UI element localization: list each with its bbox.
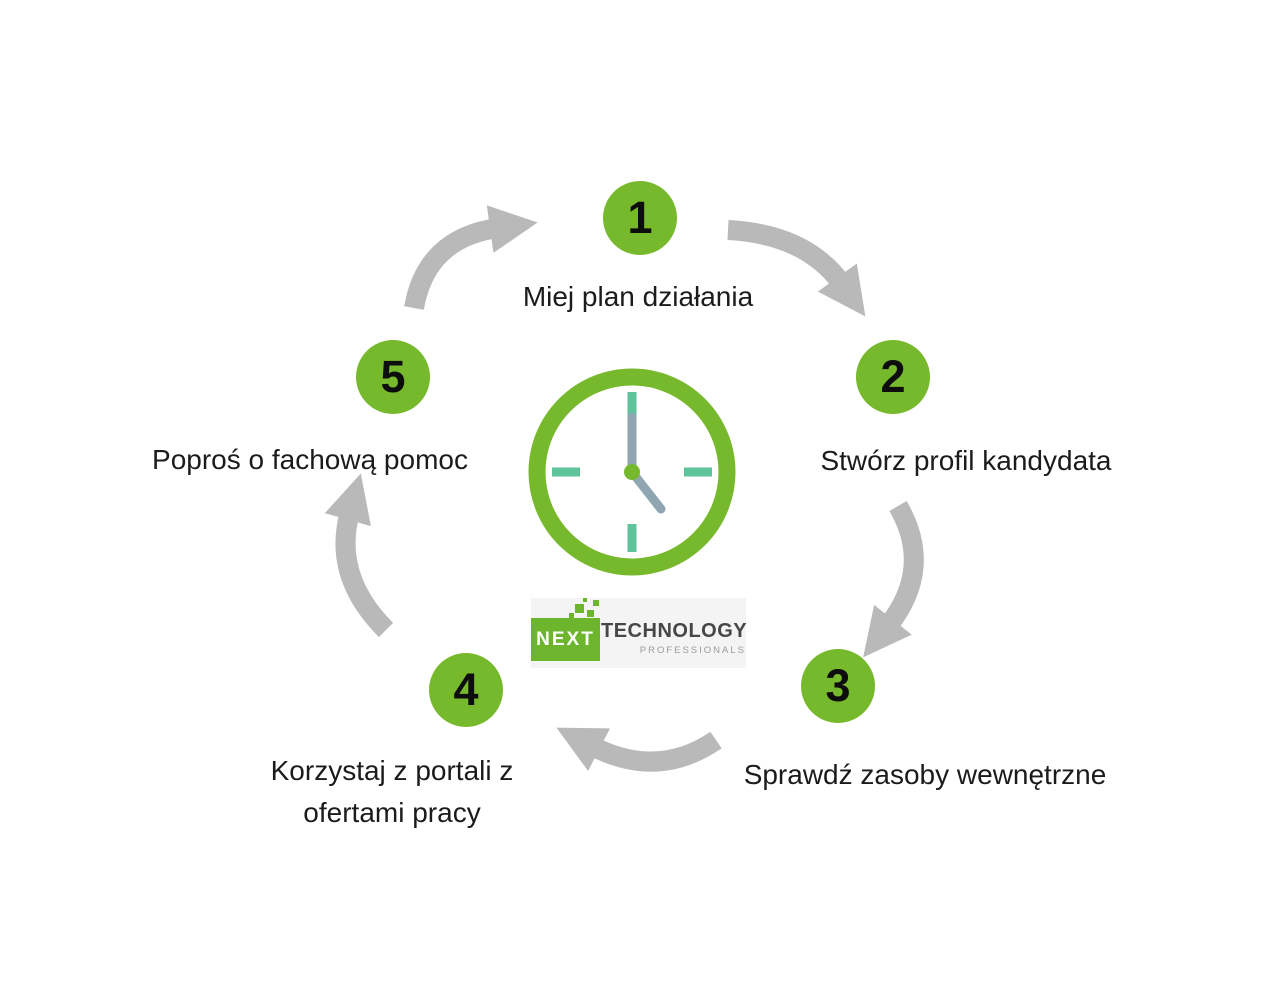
clock-face-ring [528,368,736,576]
logo-pixel-decor [569,613,574,618]
logo-wordmark: TECHNOLOGY PROFESSIONALS [601,620,748,656]
logo-pixel-decor [587,610,594,617]
logo-pixel-decor [583,598,587,602]
step-4-badge: 4 [429,653,503,727]
clock-icon [528,368,736,576]
logo-pixel-decor [593,600,599,606]
step-5-badge: 5 [356,340,430,414]
step-2-label: Stwórz profil kandydata [820,445,1112,476]
step-5-number: 5 [380,350,406,402]
cycle-arrow-2-to-3 [863,500,924,658]
cycle-arrow-3-to-4 [556,727,722,772]
logo-pixel-decor [575,604,584,613]
cycle-arrow-5-to-1 [404,205,538,310]
cycle-arrow-4-to-5 [324,473,394,638]
step-5-label: Poproś o fachową pomoc [152,444,468,475]
step-1-label: Miej plan działania [522,281,754,312]
logo-professionals-text: PROFESSIONALS [639,645,746,656]
step-2-badge: 2 [856,340,930,414]
logo-next-box: NEXT [531,618,600,661]
step-3-label: Sprawdź zasoby wewnętrzne [743,759,1107,790]
step-1-badge: 1 [603,181,677,255]
step-3-badge: 3 [801,649,875,723]
next-technology-logo: NEXT TECHNOLOGY PROFESSIONALS [531,598,748,668]
clock-center-dot [624,464,640,480]
step-4-number: 4 [453,663,479,715]
step-3-number: 3 [825,659,851,711]
step-4-label: Korzystaj z portali z ofertami pracy [270,755,514,828]
step-1-number: 1 [627,191,653,243]
step-2-number: 2 [880,350,906,402]
cycle-arrow-1-to-2 [727,220,866,317]
logo-technology-text: TECHNOLOGY [601,620,748,642]
